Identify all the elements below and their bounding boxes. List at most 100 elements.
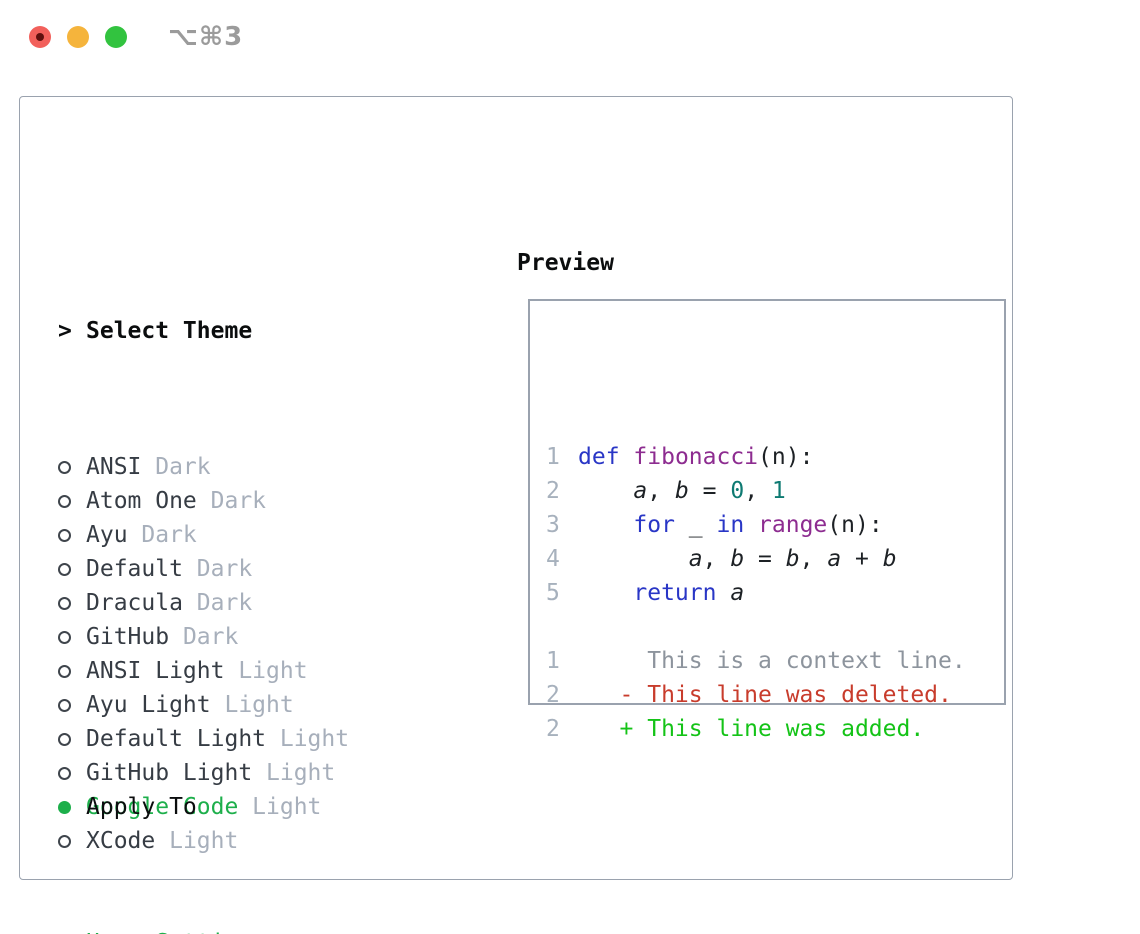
code-line: 2 + This line was added. — [546, 712, 966, 746]
preview-title: Preview — [517, 250, 614, 276]
theme-name: Ayu — [86, 522, 128, 548]
line-number: 2 — [546, 716, 560, 742]
theme-name: GitHub Light — [86, 760, 253, 786]
code-token: , — [702, 546, 731, 572]
code-token — [578, 682, 620, 708]
theme-name: ANSI Light — [86, 658, 225, 684]
code-token: = — [688, 478, 731, 504]
apply-option[interactable]: User Settings — [58, 926, 335, 934]
theme-variant: Dark — [196, 590, 253, 616]
code-token: a — [688, 546, 703, 572]
theme-list-header: > Select Theme — [58, 314, 349, 348]
titlebar: ⌥⌘3 — [0, 0, 1140, 75]
code-token — [578, 546, 689, 572]
line-number: 3 — [546, 512, 560, 538]
radio-icon — [58, 766, 86, 780]
theme-name: GitHub — [86, 624, 170, 650]
theme-option[interactable]: XCode Light — [58, 824, 349, 858]
theme-option[interactable]: Dracula Dark — [58, 586, 349, 620]
code-token — [578, 716, 620, 742]
code-line: 2 a, b = 0, 1 — [546, 474, 966, 508]
code-line: 2 - This line was deleted. — [546, 678, 966, 712]
code-token: (n): — [827, 512, 883, 538]
code-token: range — [758, 512, 828, 538]
theme-variant: Dark — [141, 522, 197, 548]
code-line: 4 a, b = b, a + b — [546, 542, 966, 576]
radio-icon — [58, 630, 86, 644]
theme-name: Dracula — [86, 590, 183, 616]
code-token: return — [633, 580, 717, 606]
code-token: 1 — [771, 478, 786, 504]
theme-list-title: Select Theme — [86, 318, 253, 344]
code-token: fibonacci — [633, 444, 759, 470]
theme-name: Ayu Light — [86, 692, 211, 718]
window-title: ⌥⌘3 — [168, 22, 244, 52]
theme-name: Google Code — [86, 794, 239, 820]
code-token: in — [716, 512, 745, 538]
theme-variant: Light — [279, 726, 350, 752]
code-line — [546, 610, 966, 644]
code-token: b — [785, 546, 800, 572]
code-token: = — [744, 546, 786, 572]
theme-name: Default Light — [86, 726, 267, 752]
code-token — [716, 580, 730, 606]
line-number: 2 — [546, 682, 560, 708]
line-number: 2 — [546, 478, 560, 504]
code-token: a — [827, 546, 842, 572]
code-token: (n): — [758, 444, 814, 470]
code-token — [578, 512, 633, 538]
theme-variant: Dark — [155, 454, 211, 480]
code-token: 0 — [730, 478, 745, 504]
theme-option[interactable]: GitHub Light Light — [58, 756, 349, 790]
code-token — [744, 512, 758, 538]
theme-name: XCode — [86, 828, 156, 854]
theme-option[interactable]: ANSI Light Light — [58, 654, 349, 688]
preview-panel — [528, 299, 1006, 705]
line-number: 1 — [546, 444, 560, 470]
radio-selected-icon — [58, 800, 86, 814]
code-token: b — [674, 478, 689, 504]
code-token: a — [633, 478, 648, 504]
theme-variant: Light — [169, 828, 239, 854]
radio-icon — [58, 562, 86, 576]
code-token: This is a context line. — [578, 648, 966, 674]
theme-variant: Dark — [196, 556, 253, 582]
code-token — [578, 580, 633, 606]
theme-option[interactable]: Default Light Light — [58, 722, 349, 756]
code-token: + — [841, 546, 883, 572]
theme-variant: Dark — [210, 488, 267, 514]
theme-variant: Light — [238, 658, 308, 684]
code-token: for — [633, 512, 675, 538]
code-token: , — [744, 478, 772, 504]
code-line: 1 def fibonacci(n): — [546, 440, 966, 474]
radio-icon — [58, 664, 86, 678]
theme-option[interactable]: Ayu Light Light — [58, 688, 349, 722]
zoom-button-icon[interactable] — [105, 26, 127, 48]
line-number: 5 — [546, 580, 560, 606]
theme-option[interactable]: GitHub Dark — [58, 620, 349, 654]
apply-to-header: Apply To — [58, 790, 335, 824]
code-line: 1 This is a context line. — [546, 644, 966, 678]
theme-variant: Light — [266, 760, 336, 786]
code-token: def — [578, 444, 620, 470]
theme-variant: Dark — [182, 624, 239, 650]
radio-icon — [58, 528, 86, 542]
code-token: a — [730, 580, 745, 606]
radio-icon — [58, 834, 86, 848]
radio-icon — [58, 494, 86, 508]
close-button-icon[interactable] — [29, 26, 51, 48]
radio-icon — [58, 596, 86, 610]
code-token — [620, 444, 634, 470]
theme-option[interactable]: Ayu Dark — [58, 518, 349, 552]
minimize-button-icon[interactable] — [67, 26, 89, 48]
prompt-caret-icon: > — [58, 318, 72, 344]
theme-variant: Light — [224, 692, 294, 718]
